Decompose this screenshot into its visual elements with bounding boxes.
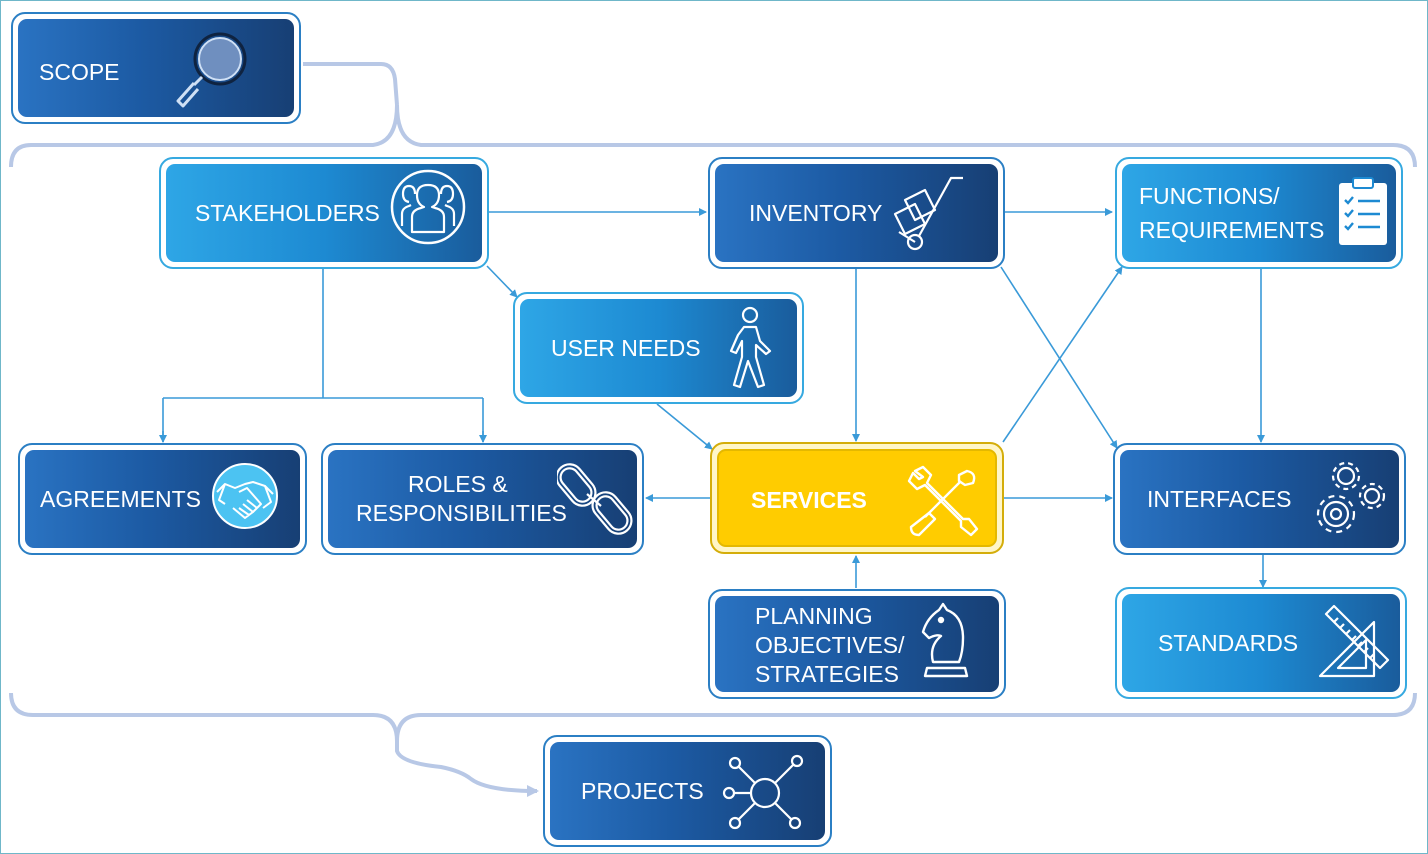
people-group-icon [390, 169, 466, 245]
planning-objectives-box[interactable]: PLANNING OBJECTIVES/ STRATEGIES [708, 589, 1006, 699]
chess-knight-icon [921, 602, 969, 678]
roles-label-line1: ROLES & [408, 471, 508, 497]
planning-label-line3: STRATEGIES [755, 661, 899, 687]
edge-userneeds-services [656, 403, 713, 450]
network-hub-icon [722, 754, 804, 830]
clipboard-checklist-icon [1339, 177, 1387, 245]
edge-stakeholders-agreements-roles [162, 266, 484, 442]
stakeholders-box[interactable]: STAKEHOLDERS [159, 157, 489, 269]
hand-truck-icon [893, 176, 963, 251]
scope-label: SCOPE [39, 59, 120, 85]
roles-responsibilities-box[interactable]: ROLES & RESPONSIBILITIES [321, 443, 644, 555]
agreements-label: AGREEMENTS [40, 486, 202, 512]
functions-label-line2: REQUIREMENTS [1139, 217, 1325, 243]
standards-box[interactable]: STANDARDS [1115, 587, 1407, 699]
roles-label-line2: RESPONSIBILITIES [356, 500, 567, 526]
scope-box[interactable]: SCOPE [11, 12, 301, 124]
edge-services-functions [1002, 266, 1123, 443]
ruler-triangle-icon [1318, 604, 1390, 678]
functions-requirements-box[interactable]: FUNCTIONS/ REQUIREMENTS [1115, 157, 1403, 269]
edge-inventory-interfaces [1000, 266, 1118, 449]
user-needs-box[interactable]: USER NEEDS [513, 292, 804, 404]
interfaces-label: INTERFACES [1147, 486, 1292, 512]
projects-arrow [395, 741, 539, 797]
handshake-icon [212, 463, 278, 529]
services-label: SERVICES [751, 487, 867, 513]
inventory-box[interactable]: INVENTORY [708, 157, 1005, 269]
projects-brace [9, 692, 1417, 742]
planning-label-line2: OBJECTIVES/ [755, 632, 905, 658]
agreements-box[interactable]: AGREEMENTS [18, 443, 307, 555]
inventory-label: INVENTORY [749, 200, 883, 226]
functions-label-line1: FUNCTIONS/ [1139, 183, 1280, 209]
walking-person-icon [729, 306, 772, 389]
user-needs-label: USER NEEDS [551, 335, 701, 361]
scope-brace [9, 62, 1417, 168]
chain-link-icon [557, 463, 633, 535]
projects-label: PROJECTS [581, 778, 704, 804]
stakeholders-label: STAKEHOLDERS [195, 200, 380, 226]
standards-label: STANDARDS [1158, 630, 1299, 656]
services-box[interactable]: SERVICES [710, 442, 1004, 554]
magnifier-icon [176, 32, 247, 108]
interfaces-box[interactable]: INTERFACES [1113, 443, 1406, 555]
tools-icon [907, 465, 979, 537]
gears-icon [1316, 461, 1386, 534]
projects-box[interactable]: PROJECTS [543, 735, 832, 847]
planning-label-line1: PLANNING [755, 603, 873, 629]
connectors [159, 208, 1267, 588]
edge-stakeholders-userneeds [486, 265, 518, 298]
